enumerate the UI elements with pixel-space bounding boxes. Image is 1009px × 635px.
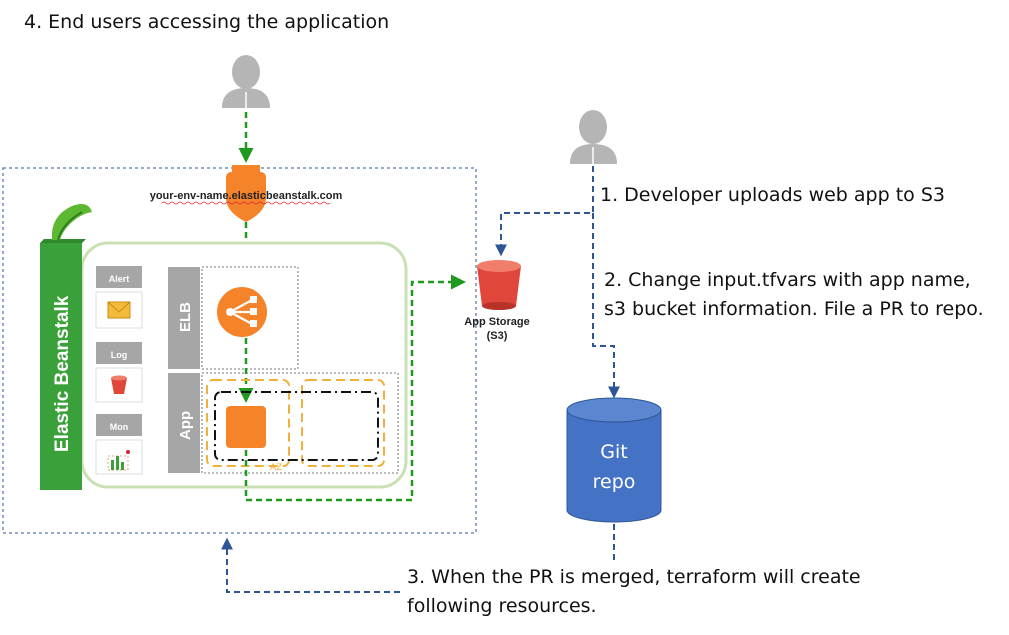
elb-label: ELB: [177, 302, 194, 332]
beanstalk-title: Elastic Beanstalk: [52, 295, 73, 452]
spellcheck-underline: [161, 201, 331, 205]
step-pr-merged-line1: 3. When the PR is merged, terraform will…: [407, 566, 861, 588]
merge-to-resources-connector: [221, 537, 400, 593]
step-change-tfvars-line1: 2. Change input.tfvars with app name,: [604, 269, 971, 291]
app-box: [201, 372, 399, 474]
developer-to-storage-connector: [495, 166, 594, 257]
step-end-users: 4. End users accessing the application: [24, 11, 390, 33]
step-developer-upload: 1. Developer uploads web app to S3: [600, 184, 945, 206]
s3-bucket-icon: [477, 260, 521, 310]
app-label: App: [177, 411, 194, 440]
leaf-icon: [51, 204, 92, 241]
tool-label-alert: Alert: [109, 274, 130, 284]
tool-label-log: Log: [111, 350, 128, 360]
tool-alert: Alert: [95, 266, 143, 329]
step-change-tfvars-line2: s3 bucket information. File a PR to repo…: [604, 298, 984, 320]
elb-tab: [168, 267, 200, 369]
availability-zone-1: [206, 379, 290, 467]
env-url: your-env-name.elasticbeanstalk.com: [150, 190, 343, 202]
bucket-icon: [111, 375, 127, 394]
developer-to-git-connector: [592, 213, 620, 399]
git-label-line1: Git: [600, 441, 627, 463]
instance-icon: [226, 406, 266, 448]
cylinder-icon: [566, 397, 662, 523]
app-tab: [168, 373, 200, 473]
shield-icon: [226, 165, 266, 222]
autoscaling-group: [214, 391, 379, 461]
storage-label-line2: (S3): [487, 330, 508, 342]
tool-log: Log: [95, 342, 143, 403]
step-pr-merged-line2: following resources.: [407, 595, 597, 617]
envelope-icon: [107, 301, 131, 319]
bar-chart-icon: [107, 450, 130, 471]
az-label: AZ: [270, 463, 282, 473]
end-user-person-icon: [222, 55, 270, 108]
load-balancer-icon: [217, 287, 267, 337]
tool-mon: Mon: [95, 414, 143, 475]
elb-box: [201, 266, 299, 370]
beanstalk-title-bar: [40, 239, 86, 490]
tool-label-mon: Mon: [110, 422, 129, 432]
app-to-storage-arrow: [244, 274, 466, 502]
storage-label-line1: App Storage: [464, 316, 529, 328]
developer-person-icon: [570, 110, 617, 164]
git-label-line2: repo: [593, 471, 636, 493]
availability-zone-2: [301, 379, 385, 467]
